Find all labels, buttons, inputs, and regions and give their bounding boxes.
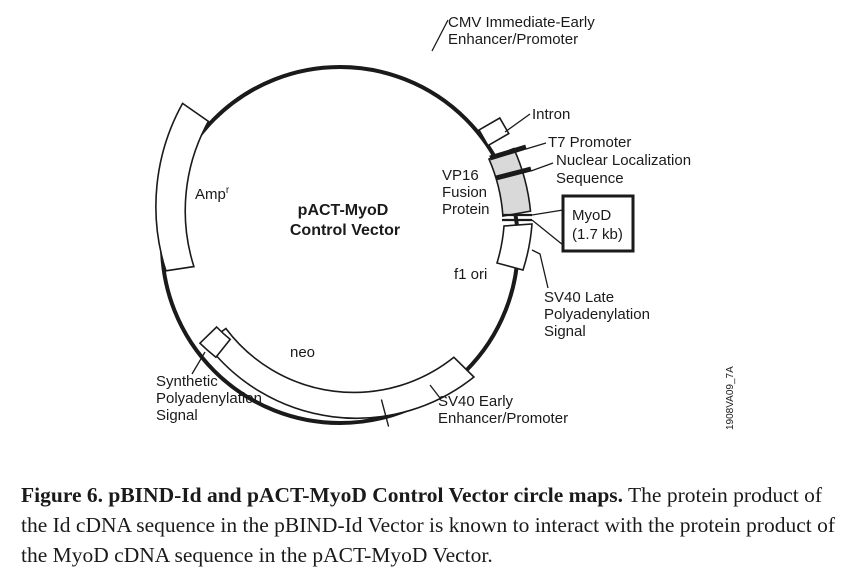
synthetic-label-2: Polyadenylation bbox=[156, 390, 262, 407]
f1-ori-segment bbox=[495, 223, 533, 271]
vp16-label-2: Fusion bbox=[442, 184, 487, 201]
neo-segment bbox=[204, 327, 476, 420]
nls-label-1: Nuclear Localization bbox=[556, 152, 691, 169]
caption-bold: Figure 6. pBIND-Id and pACT-MyoD Control… bbox=[21, 483, 624, 507]
t7-bar bbox=[489, 144, 527, 161]
plasmid-map-svg: CMV Immediate-Early Enhancer/Promoter In… bbox=[155, 14, 736, 430]
sv40-late-label-1: SV40 Late bbox=[544, 289, 614, 306]
plasmid-map: CMV Immediate-Early Enhancer/Promoter In… bbox=[155, 14, 736, 430]
vp16-segment bbox=[487, 147, 532, 218]
vp16-label-1: VP16 bbox=[442, 167, 479, 184]
synthetic-polya-segment bbox=[198, 325, 232, 359]
sv40-early-leader bbox=[429, 384, 441, 399]
figure-caption: Figure 6. pBIND-Id and pACT-MyoD Control… bbox=[21, 480, 846, 570]
intron-leader bbox=[504, 113, 531, 133]
caption-text: The protein product of the Id cDNA seque… bbox=[21, 483, 836, 567]
myod-leader bbox=[531, 209, 564, 216]
nls-bar bbox=[495, 166, 532, 181]
neo-divider bbox=[380, 399, 390, 427]
synthetic-leader bbox=[191, 351, 206, 375]
sv40-late-label-2: Polyadenylation bbox=[544, 306, 650, 323]
vector-title-1: pACT-MyoD bbox=[298, 202, 389, 219]
t7-leader bbox=[525, 142, 547, 150]
amp-label-sup: r bbox=[226, 185, 230, 196]
amp-segment bbox=[155, 102, 210, 272]
synthetic-label-1: Synthetic bbox=[156, 373, 218, 390]
nls-leader bbox=[530, 162, 554, 172]
vp16-label-3: Protein bbox=[442, 201, 490, 218]
intron-label: Intron bbox=[532, 106, 570, 123]
t7-label: T7 Promoter bbox=[548, 134, 631, 151]
sv40-late-leader bbox=[531, 249, 549, 289]
sv40-early-label-1: SV40 Early bbox=[438, 393, 514, 410]
sv40-late-label-3: Signal bbox=[544, 323, 586, 340]
myod-label-1: MyoD bbox=[572, 207, 611, 224]
vector-title-2: Control Vector bbox=[290, 222, 400, 239]
figure-code: 1908VA09_7A bbox=[725, 366, 736, 430]
intron-box bbox=[477, 116, 510, 147]
nls-label-2: Sequence bbox=[556, 170, 624, 187]
amp-label-text: Amp bbox=[195, 186, 226, 203]
f1-ori-label: f1 ori bbox=[454, 266, 487, 283]
myod-leader-2 bbox=[531, 219, 564, 246]
myod-box bbox=[561, 194, 635, 253]
amp-label: Ampr bbox=[195, 185, 230, 203]
synthetic-label-3: Signal bbox=[156, 407, 198, 424]
cmv-leader bbox=[431, 19, 449, 52]
cmv-label-2: Enhancer/Promoter bbox=[448, 31, 578, 48]
myod-label-2: (1.7 kb) bbox=[572, 226, 623, 243]
sv40-early-label-2: Enhancer/Promoter bbox=[438, 410, 568, 427]
cmv-label-1: CMV Immediate-Early bbox=[448, 14, 595, 31]
neo-label: neo bbox=[290, 344, 315, 361]
